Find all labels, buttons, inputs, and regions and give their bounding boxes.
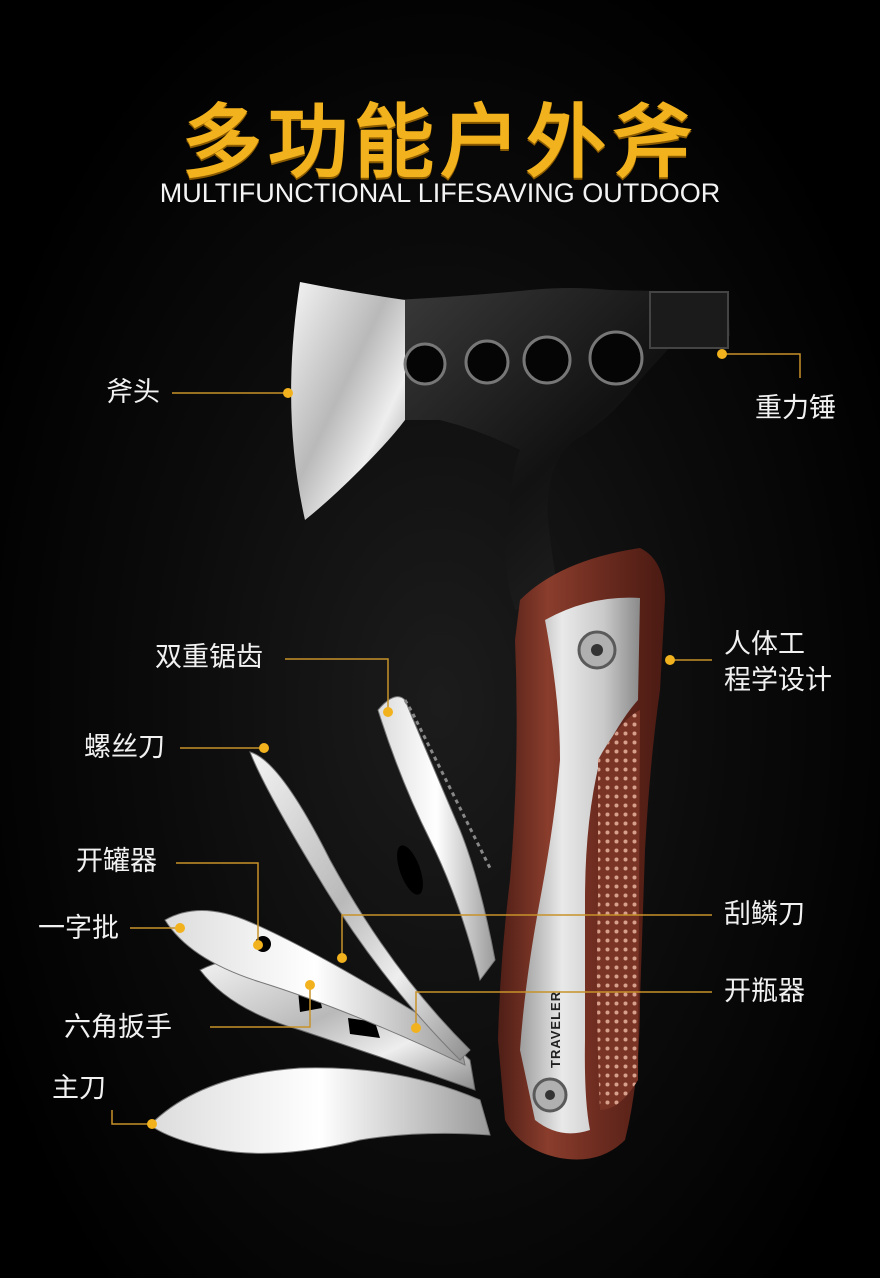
label-can-opener: 开罐器 [76, 846, 157, 877]
brand-logo: TRAVELER [548, 991, 563, 1068]
label-hammer: 重力锤 [755, 393, 836, 424]
label-main-blade: 主刀 [52, 1073, 106, 1104]
page-title: 多功能户外斧 [182, 96, 698, 189]
label-scale-knife: 刮鳞刀 [724, 899, 805, 930]
hammer-head [649, 291, 729, 349]
page-subtitle: MULTIFUNCTIONAL LIFESAVING OUTDOOR [159, 178, 721, 208]
label-axe-head: 斧头 [106, 377, 160, 408]
label-bottle-opener: 开瓶器 [724, 976, 805, 1007]
saw-blade-tool [377, 696, 496, 982]
scale-knife-tool [249, 751, 471, 1061]
label-ergonomic-2: 程学设计 [724, 665, 832, 696]
label-hex-wrench: 六角扳手 [64, 1012, 172, 1043]
axe-blade-steel [291, 282, 405, 520]
axe-hole [403, 342, 447, 386]
leader-lines [111, 353, 801, 1125]
label-flat-screwdriver: 一字批 [38, 913, 119, 944]
axe-hole [464, 339, 510, 385]
handle-plate [520, 597, 640, 1134]
axe-hole [522, 335, 572, 385]
leader-dots [147, 349, 727, 1129]
label-screwdriver: 螺丝刀 [84, 732, 165, 763]
label-ergonomic-1: 人体工 [724, 629, 805, 660]
label-double-saw: 双重锯齿 [155, 642, 263, 673]
axe-hole [588, 330, 644, 386]
flat-screwdriver-tool [164, 910, 466, 1066]
main-blade [149, 1067, 491, 1154]
